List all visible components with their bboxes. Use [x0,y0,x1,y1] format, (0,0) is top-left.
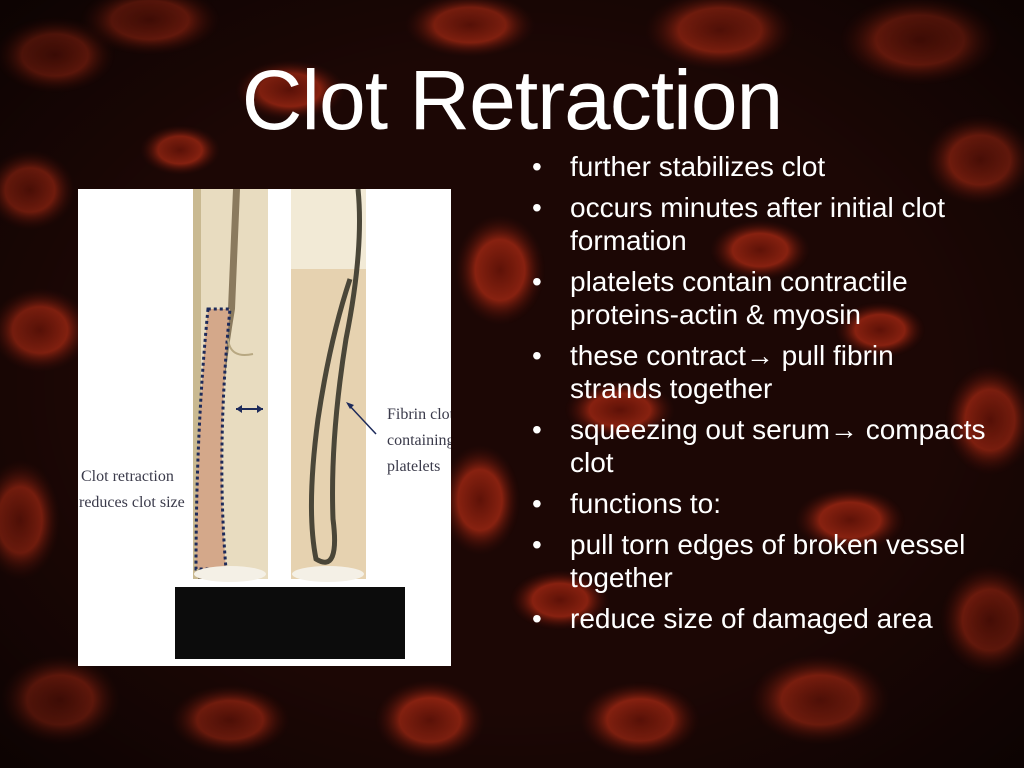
bullet-glyph: • [532,266,542,297]
bullet-list: • further stabilizes clot • occurs minutes… [530,150,990,643]
bullet-glyph: • [532,603,542,634]
bullet-glyph: • [532,340,542,371]
bullet-text: reduce size of damaged area [570,603,933,634]
test-tubes-illustration: Clot retraction reduces clot size Fibrin… [79,189,451,659]
bullet-item: • squeezing out serum→ compacts clot [530,413,990,479]
right-label-line2: containing [387,432,451,449]
slide-title: Clot Retraction [241,53,784,147]
bullet-text: functions to: [570,488,721,519]
pointer-arrow-icon [346,402,354,409]
bullet-item: • further stabilizes clot [530,150,990,183]
bullet-text: platelets contain contractile proteins-a… [570,266,908,330]
bullet-text: squeezing out serum→ compacts clot [570,414,986,478]
tube-rack [175,587,405,659]
left-label-line1: Clot retraction [81,468,174,485]
right-label-line3: platelets [387,458,440,475]
bullet-item: • occurs minutes after initial clot forma… [530,191,990,257]
bullet-item: • these contract→ pull fibrin strands tog… [530,339,990,405]
bullet-glyph: • [532,414,542,445]
bullet-glyph: • [532,488,542,519]
bullet-text: these contract→ pull fibrin strands toge… [570,340,894,404]
bullet-glyph: • [532,192,542,223]
bullet-text: occurs minutes after initial clot format… [570,192,946,256]
bullet-item: • functions to: [530,487,990,520]
bullet-text: pull torn edges of broken vessel togethe… [570,529,966,593]
bullet-text: further stabilizes clot [570,151,826,182]
right-label-line1: Fibrin clot [387,406,451,423]
double-arrow-icon [236,405,263,413]
bullet-glyph: • [532,529,542,560]
clot-retraction-figure: Clot retraction reduces clot size Fibrin… [78,189,451,666]
bullet-item: • platelets contain contractile proteins-… [530,265,990,331]
bullet-glyph: • [532,151,542,182]
left-label-line2: reduces clot size [79,494,185,511]
bullet-item: • pull torn edges of broken vessel togeth… [530,528,990,594]
bullet-item: • reduce size of damaged area [530,602,990,635]
